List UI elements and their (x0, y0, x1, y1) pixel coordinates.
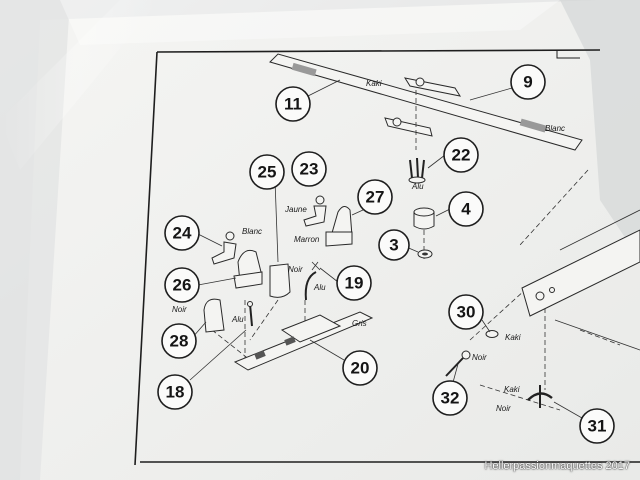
bag-glare-top (60, 0, 560, 45)
callout-22-number: 22 (452, 146, 471, 165)
callout-23-number: 23 (300, 160, 319, 179)
label-jaune: Jaune (284, 205, 307, 214)
callout-32-number: 32 (441, 389, 460, 408)
part-22-prongs (408, 157, 426, 184)
callout-3: 3 (378, 229, 410, 261)
callout-11: 11 (275, 86, 311, 122)
part-small-stick (247, 301, 253, 327)
frame-notch (556, 50, 580, 59)
label-noir-32: Noir (472, 353, 487, 362)
callout-4: 4 (448, 191, 484, 227)
callout-24-number: 24 (173, 224, 192, 243)
part-frame-right (521, 209, 640, 351)
label-noir-31: Noir (496, 404, 511, 413)
callout-28-number: 28 (170, 332, 189, 351)
callout-26: 26 (164, 267, 200, 303)
part-28-seat-back (203, 298, 225, 333)
callout-9-number: 9 (523, 73, 532, 92)
callout-18-number: 18 (166, 383, 185, 402)
part-27-seat (325, 206, 353, 247)
part-4-cylinder (413, 207, 435, 230)
leader-lines (189, 79, 583, 419)
label-gris: Gris (352, 319, 367, 328)
diagram-frame (134, 49, 640, 466)
callout-31-number: 31 (588, 417, 607, 436)
label-alu-19: Alu (313, 283, 326, 292)
callout-25-number: 25 (258, 163, 277, 182)
label-marron: Marron (294, 235, 320, 244)
part-3-ring (417, 249, 433, 259)
label-blanc-right: Blanc (545, 124, 565, 133)
callout-27-number: 27 (366, 188, 385, 207)
part-24-figure (211, 231, 237, 265)
label-kaki-30: Kaki (505, 333, 521, 342)
callout-19-number: 19 (345, 274, 364, 293)
callout-23: 23 (291, 151, 327, 187)
callout-20-number: 20 (351, 359, 370, 378)
callout-25: 25 (249, 154, 285, 190)
part-32-pin (445, 350, 471, 377)
callout-4-number: 4 (461, 200, 471, 219)
callout-30-number: 30 (457, 303, 476, 322)
part-20-floor (233, 311, 374, 371)
label-kaki-31: Kaki (504, 385, 520, 394)
callout-28: 28 (161, 323, 197, 359)
callout-9: 9 (510, 64, 546, 100)
callout-30: 30 (448, 294, 484, 330)
part-25-seat-back (269, 263, 291, 298)
label-noir-25: Noir (288, 265, 303, 274)
callout-3-number: 3 (389, 236, 398, 255)
callout-19: 19 (336, 265, 372, 301)
label-kaki-top: Kaki (366, 79, 382, 88)
callout-22: 22 (443, 137, 479, 173)
part-26-seat (233, 249, 263, 289)
callout-20: 20 (342, 350, 378, 386)
part-31-hook (527, 385, 553, 408)
callout-26-number: 26 (173, 276, 192, 295)
label-noir-28: Noir (172, 305, 187, 314)
part-19-lever (304, 261, 321, 301)
part-23-figure (303, 195, 327, 227)
part-rail (269, 53, 583, 151)
callout-24: 24 (164, 215, 200, 251)
bag-glare-strip (0, 0, 160, 170)
bag-fold-right (560, 0, 640, 260)
callout-11-number: 11 (284, 95, 302, 114)
callout-18: 18 (157, 374, 193, 410)
callout-31: 31 (579, 408, 615, 444)
callout-32: 32 (432, 380, 468, 416)
label-alu-22: Alu (411, 182, 424, 191)
label-blanc-left: Blanc (242, 227, 262, 236)
part-30-disc (485, 330, 499, 338)
callout-27: 27 (357, 179, 393, 215)
label-alu-28: Alu (231, 315, 244, 324)
watermark: Hellerpassionmaquettes 2017 (484, 460, 630, 472)
